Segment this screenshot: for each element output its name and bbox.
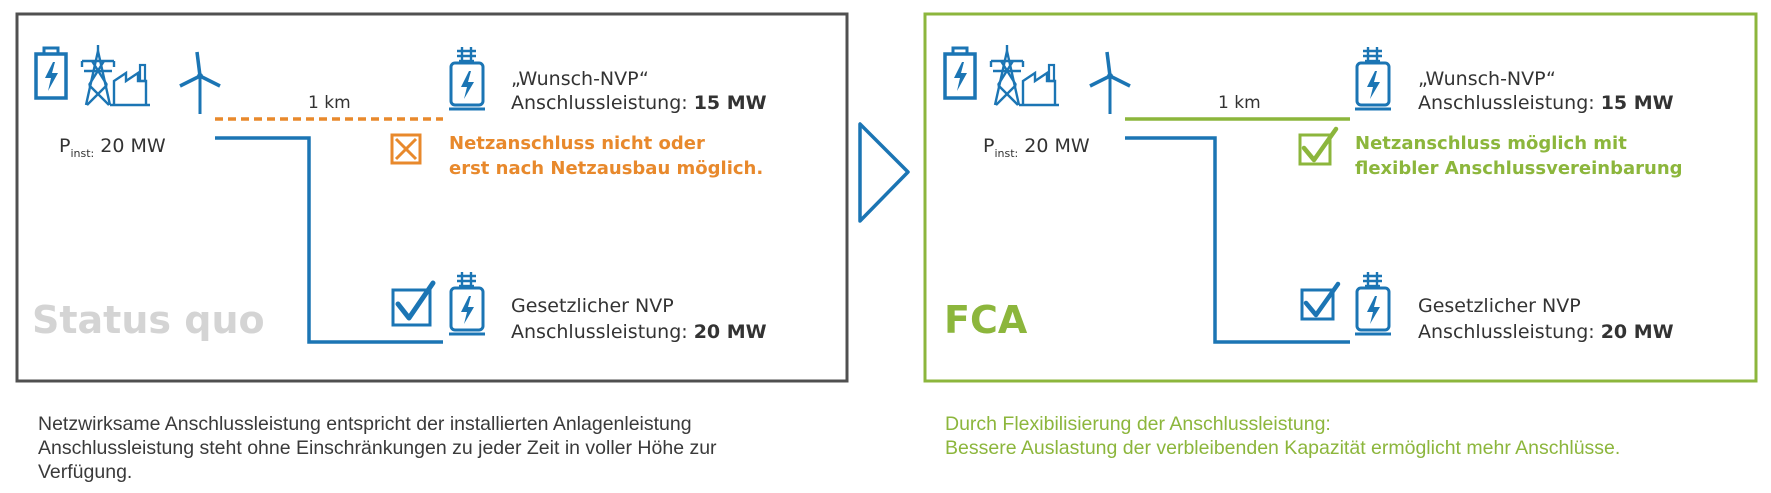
- panel-frame: [923, 12, 1758, 383]
- panel-fca: Pinst:20 MW 1 km „Wunsch-NVP“ Anschlussl…: [923, 12, 1758, 383]
- legal-nvp-title: Gesetzlicher NVP: [1418, 295, 1581, 317]
- legal-nvp-title: Gesetzlicher NVP: [511, 295, 674, 317]
- panel-label: FCA: [944, 298, 1028, 342]
- transformer-icon: [447, 270, 487, 336]
- caption-line: Anschlussleistung steht ohne Einschränku…: [38, 437, 717, 459]
- power-installed: Pinst:20 MW: [59, 135, 166, 160]
- caption-fca: Durch Flexibilisierung der Anschlussleis…: [945, 412, 1620, 460]
- battery-icon: [943, 46, 977, 100]
- status-line-2: erst nach Netzausbau möglich.: [449, 158, 763, 179]
- caption-line: Durch Flexibilisierung der Anschlussleis…: [945, 413, 1331, 435]
- checkmark-icon: [1298, 126, 1339, 166]
- power-pylon-icon: [989, 43, 1061, 107]
- chevron-right-icon: [858, 122, 910, 223]
- status-line-1: Netzanschluss möglich mit: [1355, 133, 1627, 154]
- wish-nvp-title: „Wunsch-NVP“: [511, 68, 649, 90]
- distance-label: 1 km: [308, 93, 351, 113]
- wind-turbine-icon: [1088, 50, 1132, 116]
- panel-status-quo: Pinst:20 MW 1 km „Wunsch-NVP“ Anschlussl…: [15, 12, 849, 383]
- power-installed: Pinst:20 MW: [983, 135, 1090, 160]
- caption-line: Bessere Auslastung der verbleibenden Kap…: [945, 437, 1621, 459]
- wish-nvp-power: Anschlussleistung:15 MW: [511, 92, 767, 114]
- caption-status-quo: Netzwirksame Anschlussleistung entsprich…: [38, 412, 717, 484]
- legal-connection-line: [215, 136, 443, 344]
- legal-nvp-power: Anschlussleistung:20 MW: [1418, 321, 1674, 343]
- caption-line: Verfügung.: [38, 461, 133, 483]
- checkbox-checked-icon: [391, 280, 436, 327]
- distance-label: 1 km: [1218, 93, 1261, 113]
- power-pylon-icon: [80, 43, 152, 107]
- wish-nvp-power: Anschlussleistung:15 MW: [1418, 92, 1674, 114]
- panel-label: Status quo: [32, 298, 265, 342]
- cross-icon: [390, 133, 422, 165]
- status-line-2: flexibler Anschlussvereinbarung: [1355, 158, 1683, 179]
- status-line-1: Netzanschluss nicht oder: [449, 133, 705, 154]
- legal-nvp-power: Anschlussleistung:20 MW: [511, 321, 767, 343]
- battery-icon: [34, 46, 68, 100]
- wish-nvp-title: „Wunsch-NVP“: [1418, 68, 1556, 90]
- caption-line: Netzwirksame Anschlussleistung entsprich…: [38, 413, 692, 435]
- checkbox-checked-icon: [1300, 281, 1341, 321]
- transformer-icon: [447, 45, 487, 111]
- panel-frame: [15, 12, 849, 383]
- legal-connection-line: [1125, 136, 1350, 344]
- wind-turbine-icon: [178, 50, 222, 116]
- transformer-icon: [1353, 270, 1393, 336]
- transformer-icon: [1353, 45, 1393, 111]
